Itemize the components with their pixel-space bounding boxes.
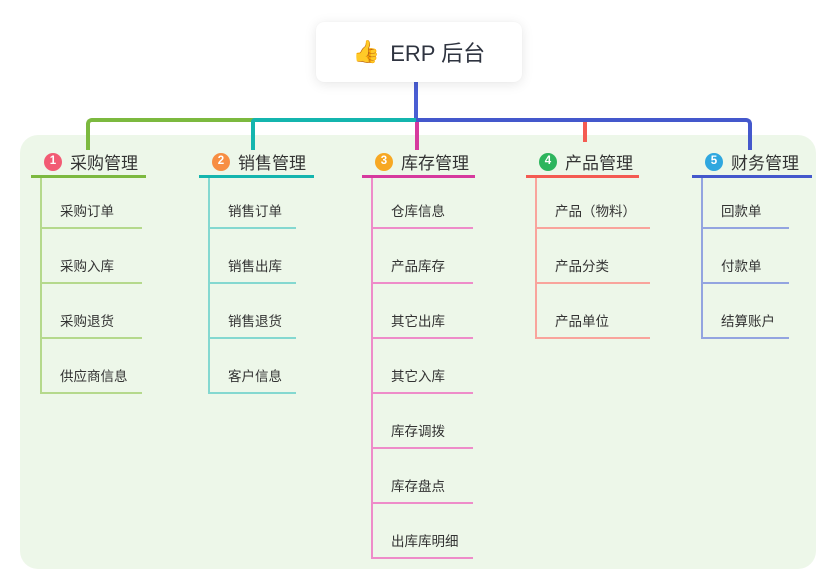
child-node[interactable]: 库存调拨 [373, 394, 473, 449]
child-node[interactable]: 产品库存 [373, 229, 473, 284]
child-node[interactable]: 采购入库 [42, 229, 142, 284]
child-node[interactable]: 产品（物料） [537, 178, 650, 229]
child-node[interactable]: 仓库信息 [373, 178, 473, 229]
child-node-label: 产品分类 [555, 259, 609, 274]
branch-title-label: 库存管理 [401, 154, 469, 173]
child-node[interactable]: 其它入库 [373, 339, 473, 394]
child-node[interactable]: 结算账户 [703, 284, 789, 339]
branch-title[interactable]: 3 库存管理 [362, 148, 475, 178]
branch-title[interactable]: 5 财务管理 [692, 148, 812, 178]
child-node-label: 其它入库 [391, 369, 445, 384]
child-node[interactable]: 产品单位 [537, 284, 650, 339]
branch-children: 回款单付款单结算账户 [701, 178, 789, 339]
branch-children: 产品（物料） 产品分类产品单位 [535, 178, 650, 339]
child-node-label: 销售出库 [228, 259, 282, 274]
connector-branch-5-seg [416, 118, 752, 150]
child-node-label: 产品单位 [555, 314, 609, 329]
branch-title-label: 采购管理 [70, 154, 138, 173]
child-node[interactable]: 回款单 [703, 178, 789, 229]
branch-badge: 5 [705, 152, 723, 171]
root-node[interactable]: 👍 ERP 后台 [316, 22, 522, 82]
connector-branch-2-seg [251, 118, 420, 150]
child-node-label: 库存调拨 [391, 424, 445, 439]
child-node-label: 仓库信息 [391, 204, 445, 219]
child-node[interactable]: 销售订单 [210, 178, 296, 229]
connector-branch-1-seg [86, 118, 257, 150]
child-node-label: 采购退货 [60, 314, 114, 329]
branch-1-node: 1 采购管理 采购订单采购入库采购退货供应商信息 [31, 148, 146, 394]
child-node-label: 产品（物料） [555, 204, 636, 219]
child-node[interactable]: 其它出库 [373, 284, 473, 339]
child-node[interactable]: 库存盘点 [373, 449, 473, 504]
child-node-label: 销售退货 [228, 314, 282, 329]
branch-badge: 2 [212, 152, 230, 171]
child-node-label: 供应商信息 [60, 369, 128, 384]
branch-badge: 4 [539, 152, 557, 171]
branch-children: 采购订单采购入库采购退货供应商信息 [40, 178, 142, 394]
branch-title-label: 产品管理 [565, 154, 633, 173]
child-node[interactable]: 采购订单 [42, 178, 142, 229]
root-node-label: ERP 后台 [390, 41, 486, 66]
branch-children: 销售订单销售出库销售退货客户信息 [208, 178, 296, 394]
child-node-label: 库存盘点 [391, 479, 445, 494]
child-node-label: 其它出库 [391, 314, 445, 329]
branch-badge: 3 [375, 152, 393, 171]
branch-2-node: 2 销售管理 销售订单销售出库销售退货客户信息 [199, 148, 314, 394]
child-node-label: 出库库明细 [391, 534, 459, 549]
thumbs-up-icon: 👍 [352, 39, 381, 64]
connector-branch-4-drop [583, 122, 587, 142]
branches-panel [20, 135, 816, 569]
connector-root-stem [414, 82, 418, 122]
child-node[interactable]: 付款单 [703, 229, 789, 284]
branch-title[interactable]: 2 销售管理 [199, 148, 314, 178]
child-node-label: 采购入库 [60, 259, 114, 274]
branch-children: 仓库信息产品库存其它出库其它入库库存调拨库存盘点出库库明细 [371, 178, 473, 559]
child-node-label: 客户信息 [228, 369, 282, 384]
child-node-label: 结算账户 [721, 314, 775, 329]
branch-title[interactable]: 4 产品管理 [526, 148, 639, 178]
branch-title[interactable]: 1 采购管理 [31, 148, 146, 178]
child-node[interactable]: 产品分类 [537, 229, 650, 284]
child-node-label: 回款单 [721, 204, 762, 219]
branch-4-node: 4 产品管理 产品（物料） 产品分类产品单位 [526, 148, 650, 339]
child-node-label: 采购订单 [60, 204, 114, 219]
child-node[interactable]: 客户信息 [210, 339, 296, 394]
branch-badge: 1 [44, 152, 62, 171]
branch-title-label: 销售管理 [238, 154, 306, 173]
child-node[interactable]: 采购退货 [42, 284, 142, 339]
branch-5-node: 5 财务管理 回款单付款单结算账户 [692, 148, 812, 339]
child-node-label: 销售订单 [228, 204, 282, 219]
child-node-label: 付款单 [721, 259, 762, 274]
child-node[interactable]: 销售出库 [210, 229, 296, 284]
branch-3-node: 3 库存管理 仓库信息产品库存其它出库其它入库库存调拨库存盘点出库库明细 [362, 148, 475, 559]
child-node[interactable]: 销售退货 [210, 284, 296, 339]
child-node[interactable]: 出库库明细 [373, 504, 473, 559]
branch-title-label: 财务管理 [731, 154, 799, 173]
connector-branch-3-drop [415, 122, 419, 150]
child-node-label: 产品库存 [391, 259, 445, 274]
child-node[interactable]: 供应商信息 [42, 339, 142, 394]
